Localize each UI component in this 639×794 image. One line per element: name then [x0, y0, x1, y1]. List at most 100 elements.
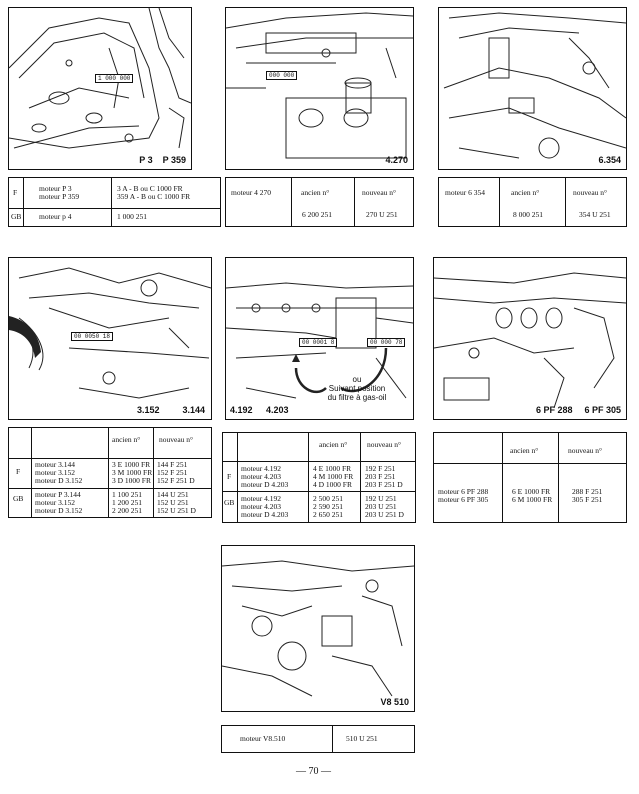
engine-label: moteur 6 PF 288	[438, 487, 489, 496]
serial-table-4270: moteur 4 270 ancien n° nouveau n° 6 200 …	[225, 177, 414, 227]
new-number-header: nouveau n°	[573, 188, 608, 197]
position-note: ou Suivant position du filtre à gas-oil	[312, 375, 402, 402]
old-number-value: 3 M 1000 FR	[112, 468, 153, 477]
old-number-value: 4 D 1000 FR	[313, 480, 352, 489]
serial-plate: 1 000 000	[95, 74, 134, 83]
serial-value: 359 A - B ou C 1000 FR	[117, 192, 191, 201]
panel-caption: 6.354	[598, 155, 621, 165]
panel-caption-1: 6 PF 288	[536, 405, 573, 415]
old-number-value: 3 E 1000 FR	[112, 460, 151, 469]
engine-drawing-v8510	[222, 560, 414, 697]
serial-table-6pf: ancien n° nouveau n° moteur 6 PF 288 mot…	[433, 432, 627, 523]
panel-caption: V8 510	[380, 697, 409, 707]
engine-label: moteur P 3	[39, 184, 72, 193]
engine-drawing-p3	[9, 8, 191, 149]
illustration-panel-6354: 6.354	[438, 7, 627, 170]
illustration-panel-4270: 000 000 4.270	[225, 7, 414, 170]
panel-caption-1: 4.192	[230, 405, 253, 415]
new-number-value: 192 U 251	[365, 494, 397, 503]
illustration-panel-p3: 1 000 000 P 3 P 359	[8, 7, 192, 170]
engine-label: moteur p 4	[39, 212, 72, 221]
old-number-value: 6 200 251	[302, 210, 332, 219]
new-number-header: nouveau n°	[568, 446, 603, 455]
engine-label: moteur 3.152	[35, 498, 75, 507]
new-number-value: 203 U 251 D	[365, 510, 404, 519]
engine-label: moteur V8.510	[240, 734, 286, 743]
old-number-value: 6 E 1000 FR	[512, 487, 551, 496]
new-number-value: 152 F 251	[157, 468, 188, 477]
old-number-value: 4 M 1000 FR	[313, 472, 354, 481]
engine-label: moteur 4.203	[241, 502, 281, 511]
old-number-header: ancien n°	[511, 188, 540, 197]
new-number-header: nouveau n°	[159, 435, 194, 444]
new-number-value: 354 U 251	[579, 210, 611, 219]
engine-label: moteur D 4.203	[241, 480, 289, 489]
note-line: du filtre à gas-oil	[327, 393, 387, 402]
panel-caption-1: 3.152	[137, 405, 160, 415]
engine-drawing-6pf	[434, 272, 626, 409]
engine-label: moteur P 3.144	[35, 490, 81, 499]
engine-drawing-4270	[226, 12, 413, 159]
new-number-value: 144 U 251	[157, 490, 189, 499]
engine-label: moteur 4.192	[241, 464, 281, 473]
new-number-value: 152 U 251	[157, 498, 189, 507]
old-number-value: 3 D 1000 FR	[112, 476, 151, 485]
engine-label: moteur D 3.152	[35, 476, 83, 485]
engine-drawing-6354	[443, 12, 626, 159]
new-number-value: 510 U 251	[346, 734, 378, 743]
serial-value: 1 000 251	[117, 212, 147, 221]
engine-drawing-4192	[226, 282, 413, 399]
serial-table-v8510: moteur V8.510 510 U 251	[221, 725, 415, 753]
illustration-panel-v8510: V8 510	[221, 545, 415, 712]
serial-plate-left: 00 0001 8	[299, 338, 338, 347]
panel-caption: 4.270	[385, 155, 408, 165]
serial-plate: 000 000	[266, 71, 298, 80]
country-label: F	[16, 467, 21, 476]
engine-drawing-3152	[9, 267, 211, 399]
illustration-panel-6pf: 6 PF 288 6 PF 305	[433, 257, 627, 420]
engine-label: moteur 6 354	[445, 188, 485, 197]
panel-caption: P 3 P 359	[139, 155, 186, 165]
new-number-header: nouveau n°	[362, 188, 397, 197]
engine-label: moteur 4.203	[241, 472, 281, 481]
old-number-value: 1 200 251	[112, 498, 142, 507]
serial-value: 3 A - B ou C 1000 FR	[117, 184, 183, 193]
panel-caption-2: 4.203	[266, 405, 289, 415]
old-number-value: 2 200 251	[112, 506, 142, 515]
country-label: F	[227, 472, 232, 481]
old-number-value: 6 M 1000 FR	[512, 495, 553, 504]
country-label: GB	[11, 212, 22, 221]
engine-label: moteur P 359	[39, 192, 80, 201]
new-number-header: nouveau n°	[367, 440, 402, 449]
serial-table-4192: ancien n° nouveau n° F GB moteur 4.192 m…	[222, 432, 416, 523]
engine-label: moteur D 4.203	[241, 510, 289, 519]
new-number-value: 192 F 251	[365, 464, 396, 473]
old-number-value: 8 000 251	[513, 210, 543, 219]
serial-plate-right: 00 000 78	[367, 338, 406, 347]
new-number-value: 288 F 251	[572, 487, 603, 496]
new-number-value: 152 U 251 D	[157, 506, 196, 515]
engine-label: moteur 4.192	[241, 494, 281, 503]
country-label: GB	[13, 494, 24, 503]
new-number-value: 152 F 251 D	[157, 476, 195, 485]
old-number-header: ancien n°	[112, 435, 141, 444]
new-number-value: 305 F 251	[572, 495, 603, 504]
new-number-value: 203 F 251	[365, 472, 396, 481]
serial-table-3152: ancien n° nouveau n° F GB moteur 3.144 m…	[8, 427, 212, 518]
old-number-value: 4 E 1000 FR	[313, 464, 352, 473]
old-number-value: 2 650 251	[313, 510, 343, 519]
new-number-value: 203 F 251 D	[365, 480, 403, 489]
serial-table-p3: F moteur P 3 moteur P 359 3 A - B ou C 1…	[8, 177, 221, 227]
old-number-value: 2 500 251	[313, 494, 343, 503]
new-number-value: 203 U 251	[365, 502, 397, 511]
old-number-value: 1 100 251	[112, 490, 142, 499]
illustration-panel-3152: 00 0050 18 3.152 3.144	[8, 257, 212, 420]
engine-label: moteur 3.144	[35, 460, 75, 469]
panel-caption-2: 3.144	[182, 405, 205, 415]
illustration-panel-4192: 00 0001 8 00 000 78 ou Suivant position …	[225, 257, 414, 420]
engine-label: moteur 3.152	[35, 468, 75, 477]
panel-caption-2: 6 PF 305	[584, 405, 621, 415]
engine-label: moteur 4 270	[231, 188, 271, 197]
old-number-header: ancien n°	[319, 440, 348, 449]
country-label: F	[13, 188, 18, 197]
